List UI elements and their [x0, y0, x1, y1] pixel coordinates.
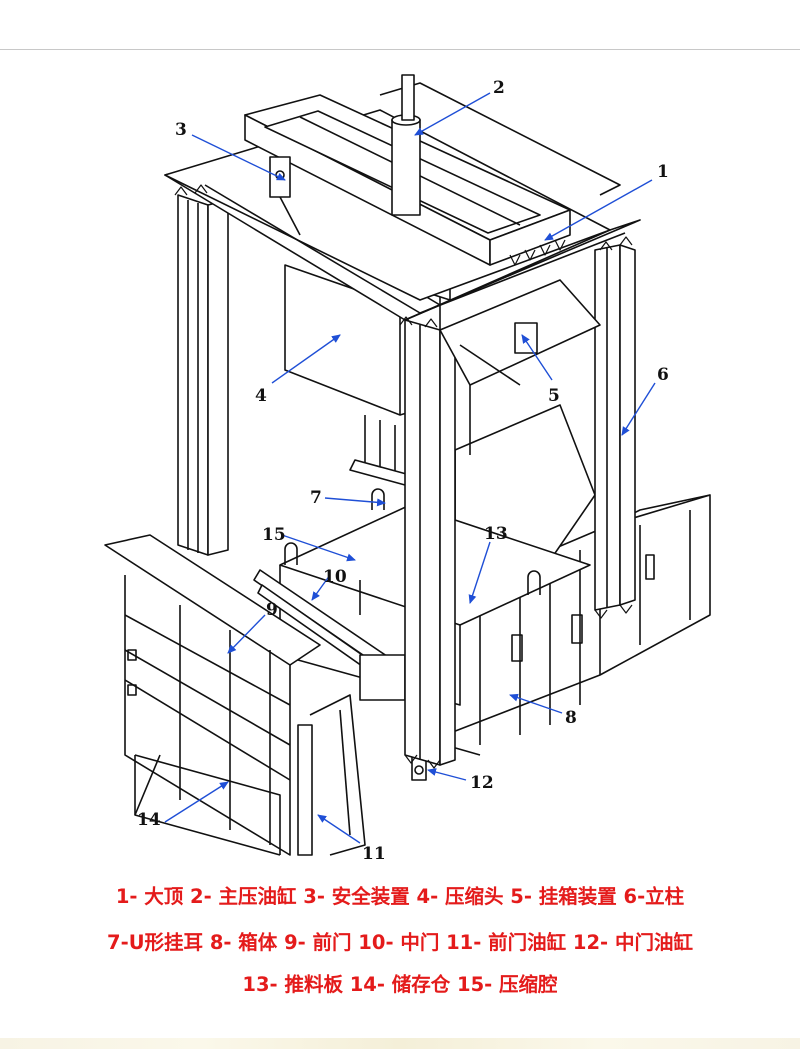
baler-machine-diagram: 1 2 3 4 5 6 7 8 9 10 11 12 13 14 15	[104, 74, 711, 864]
callout-4: 4	[255, 386, 267, 406]
arrow-7	[324, 497, 386, 507]
arrow-9	[227, 614, 266, 654]
u-lug	[284, 488, 541, 595]
callout-11: 11	[362, 844, 386, 864]
callout-1: 1	[657, 162, 669, 182]
front-door-cylinder	[297, 694, 366, 856]
callout-7: 7	[310, 488, 322, 508]
callout-5: 5	[548, 386, 560, 406]
arrow-2	[414, 92, 491, 136]
columns	[177, 194, 636, 766]
arrow-12	[427, 768, 467, 781]
leader-arrows	[164, 92, 656, 844]
callout-15: 15	[262, 525, 286, 545]
arrow-13	[468, 541, 491, 604]
callout-13: 13	[484, 524, 508, 544]
callout-8: 8	[565, 708, 577, 728]
machine-drawing	[104, 74, 711, 856]
arrow-10	[311, 574, 331, 601]
middle-door	[253, 569, 406, 701]
legend-line-3: 13- 推料板 14- 储存仓 15- 压缩腔	[242, 973, 558, 996]
bolt-details	[174, 184, 633, 769]
arrow-8	[509, 693, 563, 714]
arrow-6	[621, 382, 656, 436]
arrow-4	[271, 334, 341, 384]
callout-10: 10	[323, 567, 347, 587]
callout-14: 14	[137, 810, 161, 830]
callout-numbers: 1 2 3 4 5 6 7 8 9 10 11 12 13 14 15	[137, 78, 669, 864]
arrow-1	[544, 179, 653, 241]
callout-2: 2	[493, 78, 505, 98]
arrow-15	[281, 534, 356, 562]
box-hanging-device	[514, 322, 538, 354]
arrow-5	[521, 334, 553, 381]
top-divider	[0, 49, 800, 50]
storage-bin	[134, 754, 281, 856]
callout-6: 6	[657, 365, 669, 385]
arrow-11	[317, 814, 361, 844]
callout-9: 9	[266, 600, 278, 620]
legend-line-2: 7-U形挂耳 8- 箱体 9- 前门 10- 中门 11- 前门油缸 12- 中…	[107, 931, 693, 954]
arrow-14	[164, 781, 229, 823]
callout-12: 12	[470, 773, 494, 793]
bottom-decorative-strip	[0, 1038, 800, 1049]
arrow-3	[191, 134, 286, 181]
legend-line-1: 1- 大顶 2- 主压油缸 3- 安全装置 4- 压缩头 5- 挂箱装置 6-立…	[115, 885, 685, 908]
front-door	[104, 534, 321, 856]
callout-3: 3	[175, 120, 187, 140]
main-cylinder	[391, 74, 421, 216]
